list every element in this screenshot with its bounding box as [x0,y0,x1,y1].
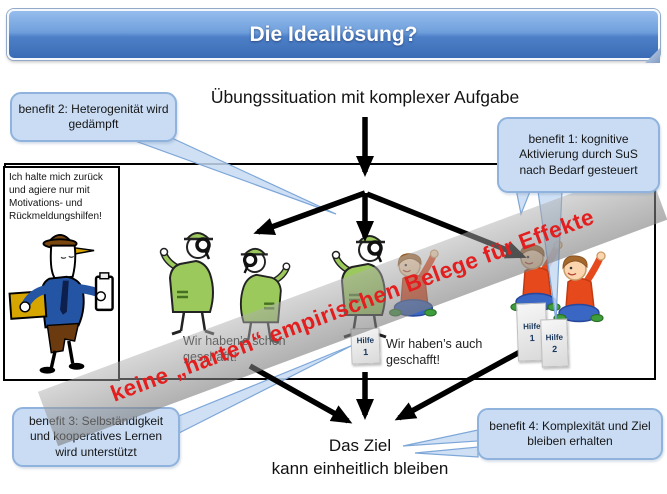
arrow-left-to-goal [248,363,353,424]
top-heading: Übungssituation mit komplexer Aufgabe [210,87,520,107]
hilfe-card-label: Hilfe [356,335,375,345]
goal-text: Das Ziel kann einheitlich bleiben [230,434,490,481]
callout-benefit-1: benefit 1: kognitive Aktivierung durch S… [497,117,660,193]
hilfe-card-number: 2 [552,343,558,354]
teacher-speech-text: Ich halte mich zurück und agiere nur mit… [9,172,103,222]
slide-title-bar: Die Ideallösung? [7,9,660,63]
teacher-with-clipboard-icon [8,233,114,374]
goal-line-2: kann einheitlich bleiben [271,459,449,479]
slide-title: Die Ideallösung? [249,22,418,46]
hilfe-card-label: Hilfe [522,321,541,331]
callout-benefit-4: benefit 4: Komplexität und Ziel bleiben … [477,408,663,460]
hilfe-card-number: 1 [529,332,535,343]
arrow-right-to-goal [394,338,542,421]
goal-line-1: Das Ziel [328,436,392,455]
hilfe-card-2-right: Hilfe 2 [540,318,569,368]
teacher-box: Ich halte mich zurück und agiere nur mit… [3,166,120,381]
middle-group-speech: Wir haben’s auch geschafft! [386,337,483,367]
arrow-to-left-group [253,190,366,235]
hilfe-card-number: 1 [363,346,369,357]
page-fold-corner [645,48,660,63]
callout-benefit-2: benefit 2: Heterogenität wird gedämpft [10,92,177,142]
hilfe-card-label: Hilfe [545,332,564,342]
